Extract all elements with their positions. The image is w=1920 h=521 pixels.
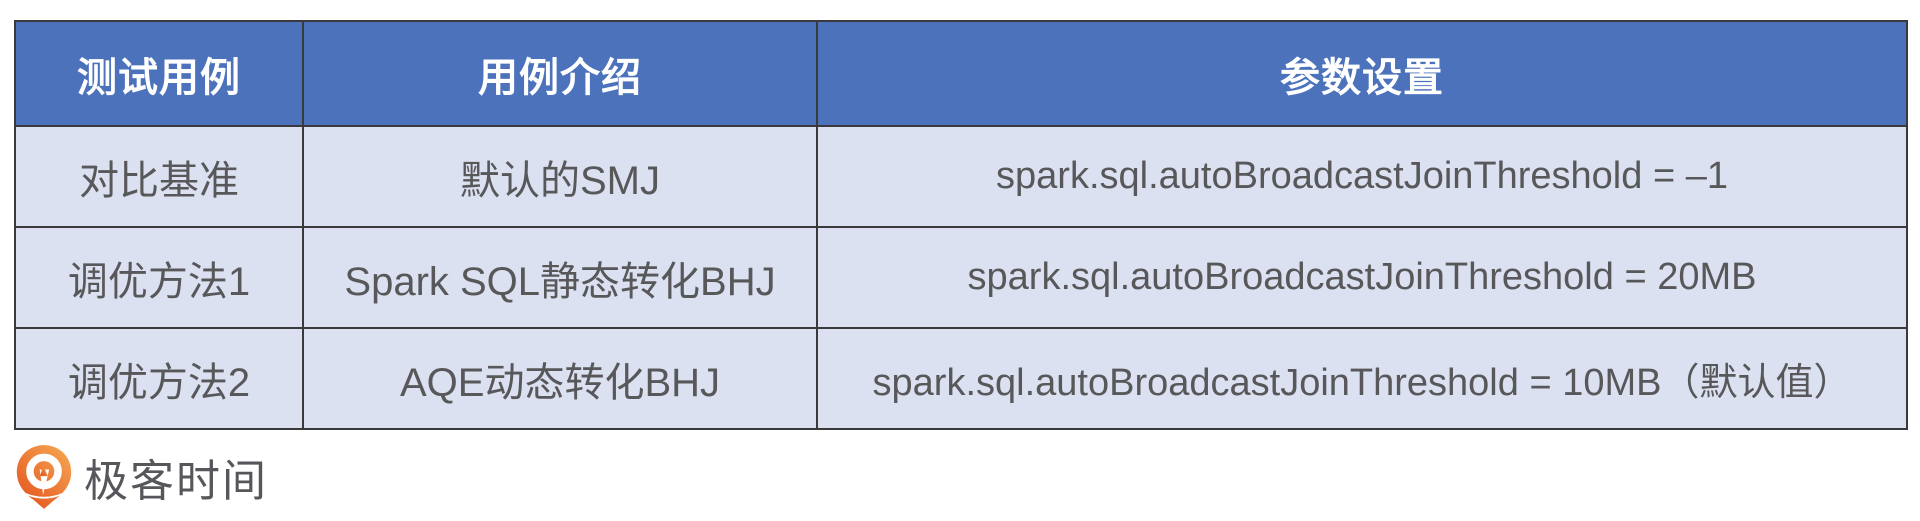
test-config-table: 测试用例 用例介绍 参数设置 对比基准 默认的SMJ spark.sql.aut… [14,20,1908,430]
column-header-intro: 用例介绍 [302,20,818,127]
cell-intro: Spark SQL静态转化BHJ [302,226,818,329]
table-header-row: 测试用例 用例介绍 参数设置 [14,20,1908,127]
table-row: 对比基准 默认的SMJ spark.sql.autoBroadcastJoinT… [14,125,1908,228]
column-header-test-case: 测试用例 [14,20,304,127]
brand-footer: 极客时间 [14,444,268,510]
cell-params: spark.sql.autoBroadcastJoinThreshold = 1… [816,327,1908,430]
cell-intro: 默认的SMJ [302,125,818,228]
table-row: 调优方法1 Spark SQL静态转化BHJ spark.sql.autoBro… [14,226,1908,329]
cell-test-case: 调优方法2 [14,327,304,430]
brand-name: 极客时间 [84,457,268,506]
cell-test-case: 调优方法1 [14,226,304,329]
column-header-params: 参数设置 [816,20,1908,127]
table-row: 调优方法2 AQE动态转化BHJ spark.sql.autoBroadcast… [14,327,1908,430]
cell-params: spark.sql.autoBroadcastJoinThreshold = 2… [816,226,1908,329]
cell-test-case: 对比基准 [14,125,304,228]
geektime-pin-icon [16,445,72,509]
cell-intro: AQE动态转化BHJ [302,327,818,430]
cell-params: spark.sql.autoBroadcastJoinThreshold = –… [816,125,1908,228]
